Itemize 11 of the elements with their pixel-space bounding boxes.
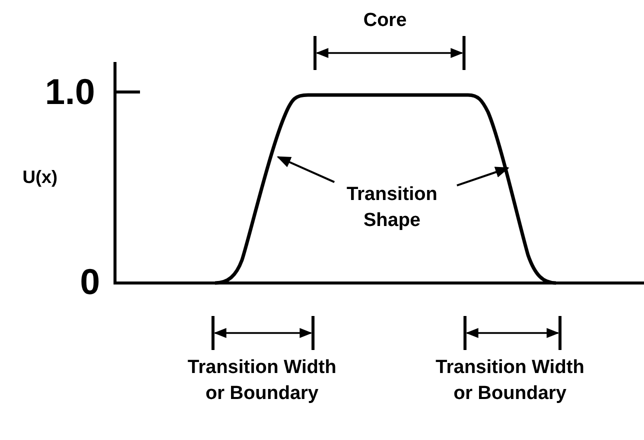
leader-line bbox=[276, 156, 335, 183]
axis-label: U(x) bbox=[22, 166, 58, 189]
dimension-label: Transition Width or Boundary bbox=[186, 356, 338, 406]
falling-flank bbox=[468, 93, 556, 285]
tick-label: 0 bbox=[78, 260, 102, 304]
rising-flank bbox=[214, 93, 468, 285]
tick-label: 1.0 bbox=[44, 70, 96, 114]
dimension-label: Core bbox=[362, 9, 408, 33]
leader-line bbox=[456, 166, 510, 186]
callout-text: Transition Shape bbox=[346, 183, 438, 233]
dimension-label: Transition Width or Boundary bbox=[434, 356, 586, 406]
